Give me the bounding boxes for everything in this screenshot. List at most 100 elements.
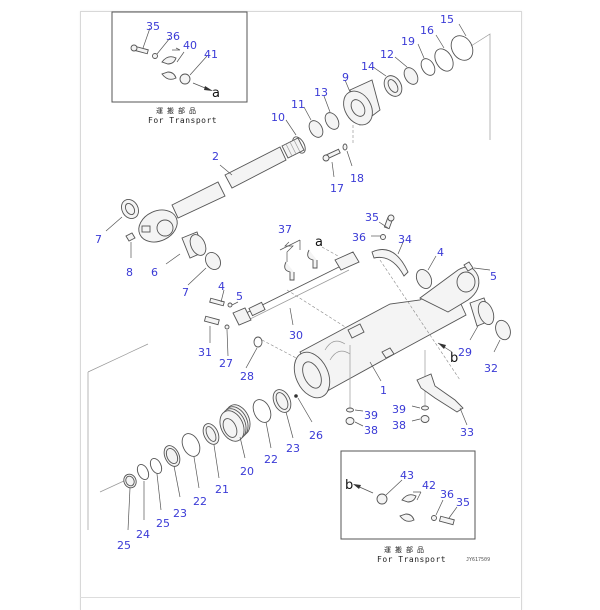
callout-30: 4 — [218, 280, 225, 293]
callout-18: 18 — [350, 172, 364, 185]
part-ring-25-lower — [123, 473, 137, 489]
drawing-frame — [80, 11, 522, 610]
callout-35: 35 — [146, 20, 160, 33]
callout-29: 27 — [219, 357, 233, 370]
part-bolt-30 — [209, 297, 225, 307]
part-nut — [152, 53, 158, 59]
part-ring-22-upper — [252, 399, 272, 423]
part-washer-29 — [224, 324, 230, 330]
part-bolt-35-inset — [438, 515, 455, 526]
callout-41: 41 — [204, 48, 218, 61]
callout-36-body: 36 — [352, 231, 366, 244]
callout-23-upper: 23 — [286, 442, 300, 455]
callout-25-lower: 25 — [117, 539, 131, 552]
callout-43: 43 — [400, 469, 414, 482]
callout-39-left: 39 — [364, 409, 378, 422]
part-bolt-28 — [203, 315, 220, 326]
callout-8: 8 — [126, 266, 133, 279]
part-bracket-33 — [416, 373, 464, 413]
callout-14: 14 — [361, 60, 375, 73]
callout-40: 40 — [183, 39, 197, 52]
callout-4-lower: 32 — [484, 362, 498, 375]
head-assembly: 15 16 19 12 14 9 13 11 10 17 18 — [271, 13, 491, 195]
part-plug-26 — [294, 394, 298, 398]
part-clamp-lower — [161, 71, 177, 80]
callout-31: 5 — [236, 290, 243, 303]
part-clamp-42-upper — [401, 494, 417, 503]
part-nut-38a — [345, 417, 355, 425]
callout-28: 31 — [198, 346, 212, 359]
part-bushing-3 — [469, 297, 495, 327]
part-nut-36 — [380, 234, 386, 240]
callout-13: 13 — [314, 86, 328, 99]
callout-7-upper: 7 — [95, 233, 102, 246]
part-ring-23-lower — [163, 445, 181, 467]
part-seal-14 — [383, 75, 403, 97]
pipe-assembly: 37 a 4 5 30 31 27 28 — [198, 223, 360, 383]
callout-16: 16 — [420, 24, 434, 37]
part-bracket-34 — [371, 249, 409, 277]
inset-top: a 35 36 40 41 運搬部品 For Transport — [111, 11, 248, 125]
part-pipe-clamp-37a — [284, 261, 295, 281]
callout-5: 5 — [490, 270, 497, 283]
inset-top-box — [111, 11, 248, 103]
part-washer-31 — [227, 302, 233, 308]
part-nut-36-inset — [431, 515, 437, 521]
inset-bottom-arrow-label: b — [345, 478, 353, 493]
part-flange — [232, 307, 252, 326]
part-bolt — [130, 44, 149, 55]
ref-label-a: a — [315, 235, 323, 250]
rod-end-parts: 7 8 6 7 — [95, 199, 221, 299]
callout-2: 2 — [212, 150, 219, 163]
part-ring-16 — [434, 48, 454, 72]
drawing-code: JY617509 — [466, 557, 490, 563]
part-ring-25-upper — [149, 457, 163, 475]
part-grease-fitting-8 — [125, 232, 136, 242]
part-clamp-42-lower — [399, 513, 415, 522]
inset-bottom-caption-jp: 運搬部品 — [384, 545, 428, 554]
part-oring-15 — [450, 35, 474, 61]
part-ring — [179, 73, 191, 85]
callout-11: 11 — [291, 98, 305, 111]
callout-42: 42 — [422, 479, 436, 492]
ref-label-b: b — [450, 351, 458, 366]
callout-27: 30 — [289, 329, 303, 342]
drawing-frame-bottom — [80, 597, 520, 598]
part-snapring-19 — [420, 58, 436, 76]
callout-22-upper: 22 — [264, 453, 278, 466]
part-washer-39b — [421, 405, 429, 411]
callout-3: 29 — [458, 346, 472, 359]
part-ring-43 — [376, 493, 388, 505]
callout-17: 17 — [330, 182, 344, 195]
callout-22-lower: 22 — [193, 495, 207, 508]
part-cylinder-head-9 — [343, 79, 381, 126]
part-bushing-6 — [181, 231, 207, 259]
part-ring-24 — [136, 463, 150, 481]
callout-37: 37 — [278, 223, 292, 236]
callout-33: 33 — [460, 426, 474, 439]
cylinder-body: 35 36 34 5 4 b 29 — [293, 211, 511, 439]
callout-36-inset: 36 — [440, 488, 454, 501]
part-seal-7a — [121, 199, 139, 219]
part-clamp-upper — [161, 56, 177, 65]
piston-assembly: 26 23 22 20 21 22 23 — [87, 343, 323, 552]
part-ring-23-upper — [272, 389, 292, 413]
piston-rod: 2 — [138, 137, 305, 243]
callout-6: 6 — [151, 266, 158, 279]
inset-top-arrow-label: a — [212, 86, 220, 101]
callout-26: 26 — [309, 429, 323, 442]
inset-bottom-caption-en: For Transport — [377, 555, 446, 564]
part-seal-4-lower — [495, 319, 511, 341]
callout-7-lower: 7 — [182, 286, 189, 299]
inset-top-caption-en: For Transport — [148, 116, 217, 125]
callout-24: 24 — [136, 528, 150, 541]
part-washer-39a — [346, 407, 354, 413]
part-ring-11 — [308, 120, 324, 138]
part-piston-20 — [219, 404, 251, 442]
callout-38-right: 38 — [392, 419, 406, 432]
callout-32: 28 — [240, 370, 254, 383]
part-grease-fitting-5 — [463, 261, 474, 272]
callout-9: 9 — [342, 71, 349, 84]
callout-36: 36 — [166, 30, 180, 43]
part-bushing-12 — [403, 67, 419, 85]
